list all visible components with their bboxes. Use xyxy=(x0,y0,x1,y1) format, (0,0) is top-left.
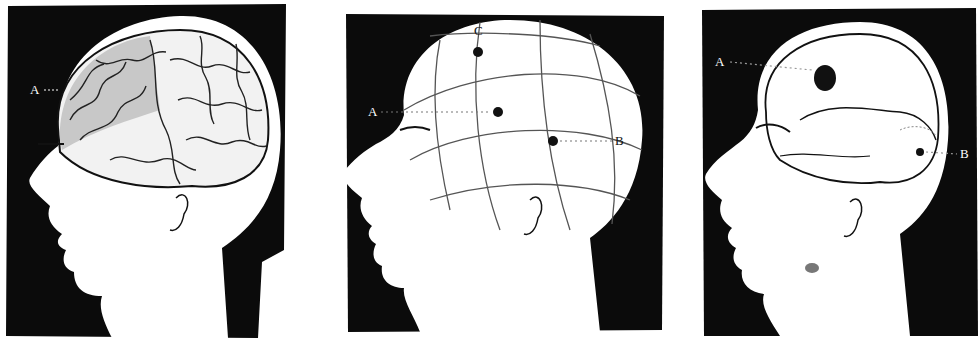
callout-letter: A xyxy=(715,55,724,69)
callout-letter: A xyxy=(368,105,377,119)
callout-letter: B xyxy=(960,147,969,161)
callout-letter: B xyxy=(615,134,624,148)
callout-letter: A xyxy=(30,83,39,97)
callout-letter: C xyxy=(474,24,483,38)
